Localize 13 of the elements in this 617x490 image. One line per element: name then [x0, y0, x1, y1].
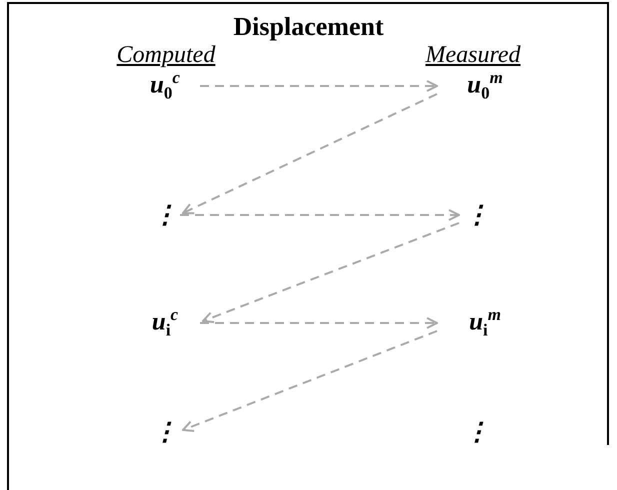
title: Displacement — [233, 12, 384, 42]
dashed-arrow — [180, 209, 460, 221]
column-heading: Computed — [116, 42, 216, 69]
dashed-arrow — [182, 93, 438, 214]
math-symbol: ⋮ — [150, 195, 180, 235]
dashed-arrow — [200, 317, 438, 329]
math-symbol: ⋮ — [150, 412, 180, 452]
dashed-arrow — [200, 80, 438, 92]
dashed-arrow — [202, 222, 460, 324]
math-symbol: ⋮ — [462, 195, 492, 235]
column-heading: Measured — [425, 42, 521, 69]
dashed-arrow — [182, 330, 438, 432]
math-symbol: ⋮ — [462, 412, 492, 452]
